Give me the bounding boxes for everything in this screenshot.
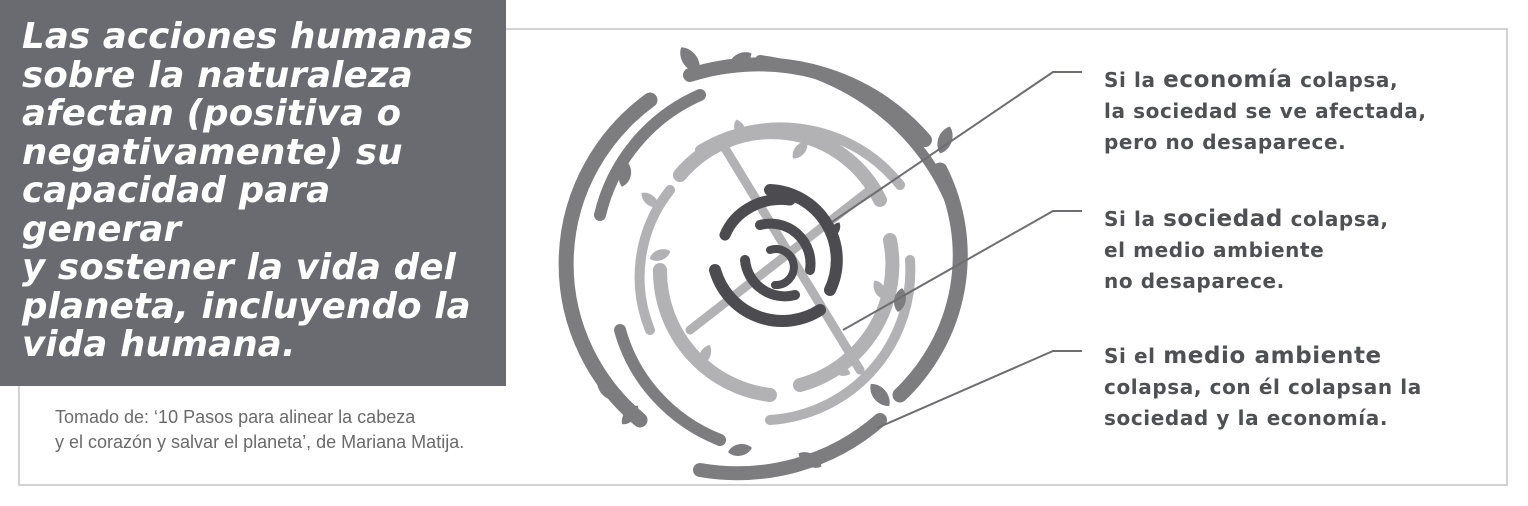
quote-line: sobre la naturaleza [22,54,413,96]
source-line-2: y el corazón y salvar el planeta’, de Ma… [55,432,465,452]
environment-keyword: medio ambiente [1163,343,1382,369]
society-note-line-2: el medio ambiente [1104,238,1325,262]
environment-note-prefix: Si el [1104,344,1164,368]
quote-line: negativamente) su [22,131,403,173]
source-line-1: Tomado de: ‘10 Pasos para alinear la cab… [55,407,416,427]
environment-note-line-3: sociedad y la economía. [1104,406,1389,430]
quote-line: y sostener la vida del [22,247,456,288]
economy-keyword: economía [1163,67,1293,93]
economy-note-prefix: Si la [1104,68,1164,92]
society-note: Si la sociedad colapsa, el medio ambient… [1104,204,1389,297]
society-note-suffix: colapsa, [1283,207,1389,231]
economy-note-line-3: pero no desaparece. [1104,130,1347,154]
quote-line: capacidad para generar [22,170,331,250]
society-note-line-3: no desaparece. [1104,269,1285,293]
economy-note-line-2: la sociedad se ve afectada, [1104,99,1427,123]
society-note-prefix: Si la [1104,207,1164,231]
society-keyword: sociedad [1163,206,1283,232]
environment-note: Si el medio ambiente colapsa, con él col… [1104,341,1422,434]
quote-line: afectan (positiva o [22,93,402,134]
quote-line: planeta, incluyendo la [22,285,471,327]
environment-note-line-2: colapsa, con él colapsan la [1104,375,1422,399]
source-citation: Tomado de: ‘10 Pasos para alinear la cab… [55,405,575,455]
quote-line: Las acciones humanas [22,16,474,57]
quote-box: Las acciones humanas sobre la naturaleza… [0,0,506,386]
quote-text: Las acciones humanas sobre la naturaleza… [22,16,486,365]
quote-line: vida humana. [22,324,296,365]
economy-note: Si la economía colapsa, la sociedad se v… [1104,65,1427,158]
economy-note-suffix: colapsa, [1292,68,1399,92]
